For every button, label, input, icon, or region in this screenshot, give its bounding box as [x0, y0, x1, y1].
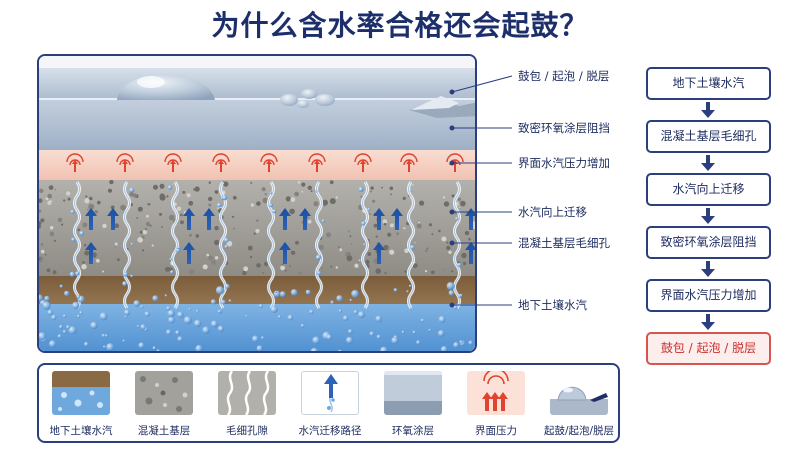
pressure-marks: [66, 153, 464, 172]
vapor-arrow-icon: [391, 208, 403, 230]
legend-item: 地下土壤水汽: [41, 371, 121, 438]
pressure-arc: [116, 153, 134, 163]
epoxy-coating-layer: [39, 98, 475, 150]
vapor-arrow-icon: [373, 242, 385, 264]
pressure-arc: [260, 153, 278, 163]
vapor-arrow-icon: [183, 208, 195, 230]
small-blister: [301, 89, 317, 99]
legend-item: 起鼓/起泡/脱层: [539, 371, 619, 438]
interface-pressure-icon: [467, 371, 525, 415]
legend-item: 水汽迁移路径: [290, 371, 370, 438]
water-droplets: [39, 185, 474, 351]
small-blister: [280, 94, 298, 106]
pressure-arrow-icon: [170, 160, 176, 172]
pressure-arc: [354, 153, 372, 163]
vapor-path-icon: [301, 371, 359, 415]
callout-vapor: 水汽向上迁移: [518, 205, 587, 219]
legend-item: 界面压力: [456, 371, 536, 438]
callout-coating: 致密环氧涂层阻挡: [518, 121, 610, 135]
legend-item: 环氧涂层: [373, 371, 453, 438]
flow-arrow-icon: [701, 261, 715, 277]
legend: 地下土壤水汽 混凝土基层 毛细孔隙: [37, 363, 620, 443]
flow-step-result: 鼓包 / 起泡 / 脱层: [646, 332, 771, 365]
delamination: [409, 100, 475, 118]
pressure-arc: [66, 153, 84, 163]
flow-arrow-icon: [701, 155, 715, 171]
pressure-arrow-icon: [266, 160, 272, 172]
vapor-arrow-icon: [465, 242, 475, 264]
callout-soil: 地下土壤水汽: [518, 298, 587, 312]
flow-arrow-icon: [701, 102, 715, 118]
concrete-base-icon: [135, 371, 193, 415]
legend-label: 水汽迁移路径: [298, 425, 362, 437]
legend-label: 毛细孔隙: [226, 425, 268, 437]
pressure-arc: [164, 153, 182, 163]
flow-arrow-icon: [701, 314, 715, 330]
callout-pores: 混凝土基层毛细孔: [518, 236, 610, 250]
pressure-arc: [400, 153, 418, 163]
flow-step-capillary: 混凝土基层毛细孔: [646, 120, 771, 153]
legend-label: 混凝土基层: [137, 425, 191, 437]
soil-moisture-icon: [52, 371, 110, 415]
flow-step-soil-vapor: 地下土壤水汽: [646, 67, 771, 100]
pressure-arc: [308, 153, 326, 163]
flow-step-vapor-migration: 水汽向上迁移: [646, 173, 771, 206]
vapor-arrow-icon: [85, 208, 97, 230]
flow-step-coating-block: 致密环氧涂层阻挡: [646, 226, 771, 259]
legend-item: 混凝土基层: [124, 371, 204, 438]
pressure-arrow-icon: [406, 160, 412, 172]
callout-blister: 鼓包 / 起泡 / 脱层: [518, 69, 610, 83]
pressure-arrow-icon: [314, 160, 320, 172]
vapor-arrow-icon: [299, 208, 311, 230]
pressure-arc: [446, 153, 464, 163]
cross-section-svg: [39, 56, 475, 351]
pressure-arrow-icon: [360, 160, 366, 172]
small-blister: [315, 94, 335, 106]
vapor-arrow-icon: [107, 208, 119, 230]
pressure-arrow-icon: [72, 160, 78, 172]
vapor-arrow-icon: [465, 208, 475, 230]
vapor-arrow-icon: [279, 208, 291, 230]
page-title: 为什么含水率合格还会起鼓？: [211, 9, 589, 42]
vapor-arrow-icon: [183, 242, 195, 264]
pressure-arrow-icon: [218, 160, 224, 172]
small-blister: [297, 100, 309, 108]
groundwater-layer: [39, 304, 475, 351]
capillary-pores-icon: [218, 371, 276, 415]
vapor-arrow-icon: [85, 242, 97, 264]
vapor-arrow-icon: [279, 242, 291, 264]
vapor-arrow-icon: [373, 208, 385, 230]
legend-label: 地下土壤水汽: [49, 425, 113, 437]
legend-label: 环氧涂层: [392, 425, 434, 437]
cross-section-diagram: [37, 54, 477, 353]
interface-pressure-band: [39, 150, 475, 180]
legend-item: 毛细孔隙: [207, 371, 287, 438]
flow-arrow-icon: [701, 208, 715, 224]
vapor-arrows: [85, 208, 475, 264]
legend-label: 界面压力: [475, 425, 517, 437]
pressure-arc: [212, 153, 230, 163]
blister-icon: [550, 371, 608, 415]
callout-pressure: 界面水汽压力增加: [518, 156, 610, 170]
epoxy-coating-icon: [384, 371, 442, 415]
legend-label: 起鼓/起泡/脱层: [543, 425, 615, 437]
flow-step-pressure: 界面水汽压力增加: [646, 279, 771, 312]
coating-surface: [39, 68, 475, 98]
pressure-arrow-icon: [122, 160, 128, 172]
vapor-arrow-icon: [203, 208, 215, 230]
